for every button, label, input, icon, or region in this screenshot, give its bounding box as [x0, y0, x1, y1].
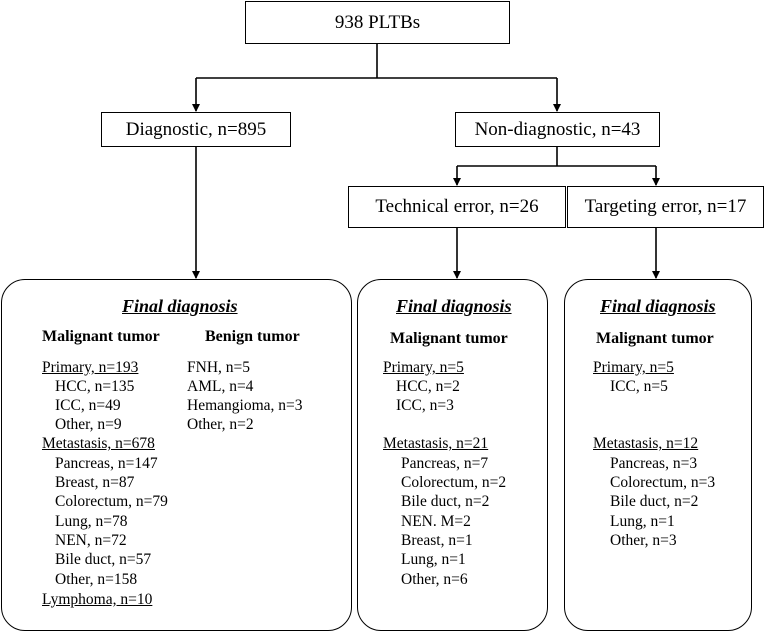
- primary-label: Primary, n=5: [383, 359, 464, 376]
- list-item: Hemangioma, n=3: [187, 397, 303, 414]
- list-item: Other, n=2: [187, 416, 254, 433]
- list-item: Bile duct, n=2: [401, 493, 490, 510]
- technical-final-diagnosis-panel: [357, 279, 548, 631]
- list-item: Lung, n=78: [55, 513, 128, 530]
- list-item: Lung, n=1: [610, 513, 675, 530]
- list-item: AML, n=4: [187, 378, 254, 395]
- primary-label: Primary, n=5: [593, 359, 674, 376]
- metastasis-label: Metastasis, n=678: [42, 435, 155, 452]
- targeting-final-diagnosis-panel: [564, 279, 752, 631]
- list-item: NEN. M=2: [401, 513, 471, 530]
- list-item: HCC, n=135: [55, 378, 135, 395]
- list-item: Other, n=3: [610, 532, 677, 549]
- metastasis-label: Metastasis, n=21: [383, 435, 489, 452]
- metastasis-label: Metastasis, n=12: [593, 435, 699, 452]
- list-item: Other, n=6: [401, 571, 468, 588]
- list-item: Other, n=9: [55, 416, 122, 433]
- list-item: Bile duct, n=2: [610, 493, 699, 510]
- list-item: ICC, n=5: [610, 378, 668, 395]
- benign-tumor-heading: Benign tumor: [205, 328, 300, 345]
- list-item: Pancreas, n=7: [401, 455, 489, 472]
- list-item: NEN, n=72: [55, 532, 127, 549]
- lymphoma-label: Lymphoma, n=10: [42, 591, 153, 608]
- list-item: Colorectum, n=2: [401, 474, 507, 491]
- list-item: HCC, n=2: [396, 378, 460, 395]
- root-node: 938 PLTBs: [245, 1, 510, 44]
- list-item: Lung, n=1: [401, 551, 466, 568]
- panel-title: Final diagnosis: [396, 296, 512, 316]
- diagnostic-final-diagnosis-panel: [1, 279, 352, 631]
- list-item: Other, n=158: [55, 571, 138, 588]
- non-diagnostic-node: Non-diagnostic, n=43: [455, 112, 660, 147]
- root-label: 938 PLTBs: [334, 11, 421, 33]
- panel-title: Final diagnosis: [122, 296, 238, 316]
- malignant-tumor-heading: Malignant tumor: [390, 330, 508, 347]
- technical-error-label: Technical error, n=26: [375, 196, 539, 217]
- list-item: Pancreas, n=3: [610, 455, 698, 472]
- targeting-error-node: Targeting error, n=17: [567, 186, 764, 228]
- diagnostic-label: Diagnostic, n=895: [125, 118, 267, 140]
- primary-label: Primary, n=193: [42, 359, 139, 376]
- list-item: Breast, n=1: [401, 532, 473, 549]
- malignant-tumor-heading: Malignant tumor: [596, 330, 714, 347]
- list-item: FNH, n=5: [187, 359, 250, 376]
- list-item: Colorectum, n=3: [610, 474, 716, 491]
- list-item: Pancreas, n=147: [55, 455, 158, 472]
- non-diagnostic-label: Non-diagnostic, n=43: [474, 118, 641, 140]
- list-item: ICC, n=49: [55, 397, 121, 414]
- list-item: Bile duct, n=57: [55, 551, 152, 568]
- technical-error-node: Technical error, n=26: [348, 186, 566, 228]
- list-item: Colorectum, n=79: [55, 493, 168, 510]
- malignant-tumor-heading: Malignant tumor: [42, 328, 160, 345]
- targeting-error-label: Targeting error, n=17: [584, 196, 747, 217]
- panel-title: Final diagnosis: [600, 296, 716, 316]
- list-item: Breast, n=87: [55, 474, 135, 491]
- diagnostic-node: Diagnostic, n=895: [101, 112, 291, 147]
- list-item: ICC, n=3: [396, 397, 454, 414]
